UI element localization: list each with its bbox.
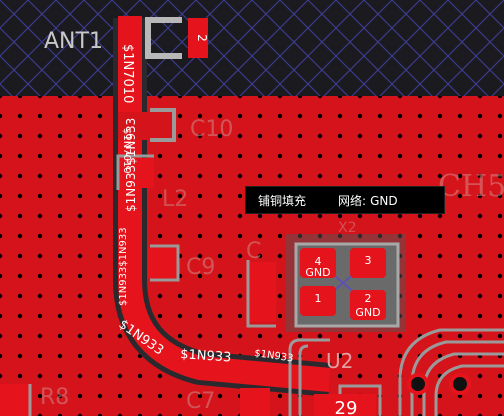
c-left-outline [246,260,276,328]
pad-1-number: 1 [315,292,322,305]
net-label-1: $1N7010 [120,44,135,103]
pad-3-number: 3 [365,254,372,267]
c10-label: C10 [190,117,233,142]
pad-2-net: GND [355,306,380,319]
x2-pad-4[interactable] [300,248,336,278]
x2-label: X2 [338,220,357,236]
c7-pad[interactable] [240,388,270,416]
ant-trace-top [118,16,142,34]
via-large-2[interactable] [449,373,471,395]
ant1-pin-2-label: 2 [195,34,209,42]
hover-tooltip: 铺铜填充 网络:GND [245,186,445,214]
r8-pad[interactable] [0,384,30,416]
net-label-2: $1N7010 [121,128,132,174]
mesh-hatch [0,0,504,96]
pad-4-number: 4 [315,255,322,268]
c7-label: C7 [186,389,215,414]
ant1-outline [145,17,182,59]
tooltip-net: 网络:GND [334,192,398,209]
c10-pad[interactable] [118,112,174,140]
u2-pad-29[interactable] [314,394,376,416]
x2-pad-2[interactable] [350,290,386,320]
tooltip-net-value: GND [370,193,398,208]
l2-pad[interactable] [118,158,154,188]
ant1-label: ANT1 [44,29,103,54]
c9-label: C9 [186,255,215,280]
pad-2-number: 2 [365,292,372,305]
net-label-7: $1N933 [254,348,294,364]
c-partial-label: C [246,239,261,264]
c10-outline [150,108,176,142]
x2-pad-1[interactable] [300,286,336,316]
ch5-label: CH5 [438,169,504,204]
net-label-4: $1N933$1N933 [118,227,129,306]
u2-label: U2 [326,349,353,373]
tooltip-net-label: 网络: [338,193,367,208]
r8-label: R8 [40,385,69,410]
c9-outline [150,244,180,282]
ant1-pad-2[interactable] [188,18,208,58]
via-large-1[interactable] [407,373,429,395]
x2-pad-3[interactable] [350,248,386,278]
c-left-pad[interactable] [246,262,276,322]
antenna-trace[interactable] [118,18,332,392]
l2-outline [116,154,154,190]
pin-29-label: 29 [335,398,358,416]
pad-4-net: GND [305,266,330,279]
l2-label: L2 [162,187,188,212]
net-label-6: $1N933 [180,347,232,366]
tooltip-title: 铺铜填充 [258,193,307,208]
net-label-3: $1N933$1N933 [124,118,138,212]
c9-pad[interactable] [148,248,178,278]
